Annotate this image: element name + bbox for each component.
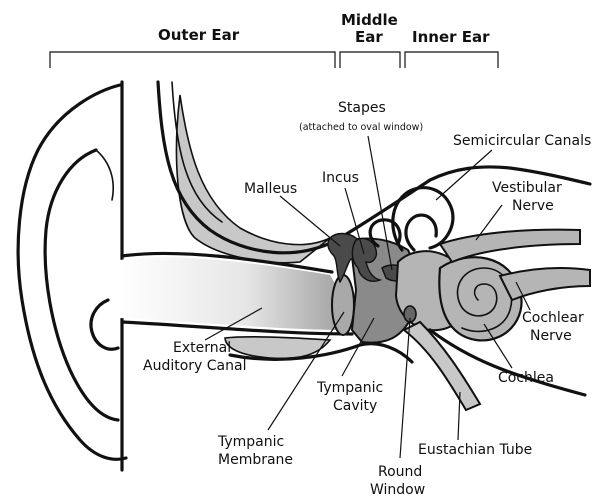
- label-external-1: External: [173, 340, 231, 356]
- pinna-inner-helix: [45, 150, 118, 420]
- middle-ear-bracket: [340, 52, 400, 68]
- inner-ear-bracket: [405, 52, 498, 68]
- cochlea: [439, 257, 521, 340]
- label-vestibular-2: Nerve: [512, 198, 554, 214]
- label-malleus: Malleus: [244, 181, 297, 197]
- label-incus: Incus: [322, 170, 359, 186]
- label-membrane-2: Membrane: [218, 452, 293, 468]
- label-cochlea: Cochlea: [498, 370, 554, 386]
- outer-ear-bracket: [50, 52, 335, 68]
- leader-round-window: [400, 318, 410, 458]
- temporal-bone-shading: [176, 95, 330, 263]
- label-stapes: Stapes: [338, 100, 386, 116]
- label-membrane-1: Tympanic: [217, 434, 284, 450]
- pinna-fold: [96, 150, 113, 200]
- tragus: [91, 300, 118, 349]
- leader-malleus: [280, 196, 340, 246]
- label-stapes-note: (attached to oval window): [299, 122, 423, 133]
- semicircular-canal-posterior: [406, 215, 436, 250]
- header-middle-ear-line1: Middle: [341, 11, 398, 29]
- label-cochlear-nerve-1: Cochlear: [522, 310, 584, 326]
- label-vestibular-1: Vestibular: [492, 180, 562, 196]
- section-brackets: [50, 52, 498, 68]
- label-semicircular-canals: Semicircular Canals: [453, 133, 591, 149]
- header-inner-ear: Inner Ear: [412, 28, 490, 46]
- header-outer-ear: Outer Ear: [158, 26, 240, 44]
- label-round-window-2: Window: [370, 482, 425, 498]
- header-middle-ear-line2: Ear: [355, 28, 383, 46]
- label-external-2: Auditory Canal: [143, 358, 246, 374]
- label-cavity-2: Cavity: [333, 398, 377, 414]
- pinna-outer-contour: [18, 85, 126, 459]
- label-round-window-1: Round: [378, 464, 422, 480]
- label-cochlear-nerve-2: Nerve: [530, 328, 572, 344]
- vestibular-nerve: [440, 230, 580, 262]
- cochlear-nerve: [500, 268, 590, 300]
- label-cavity-1: Tympanic: [316, 380, 383, 396]
- label-eustachian-tube: Eustachian Tube: [418, 442, 532, 458]
- semicircular-canal-superior: [393, 188, 453, 250]
- pinna: [18, 82, 126, 470]
